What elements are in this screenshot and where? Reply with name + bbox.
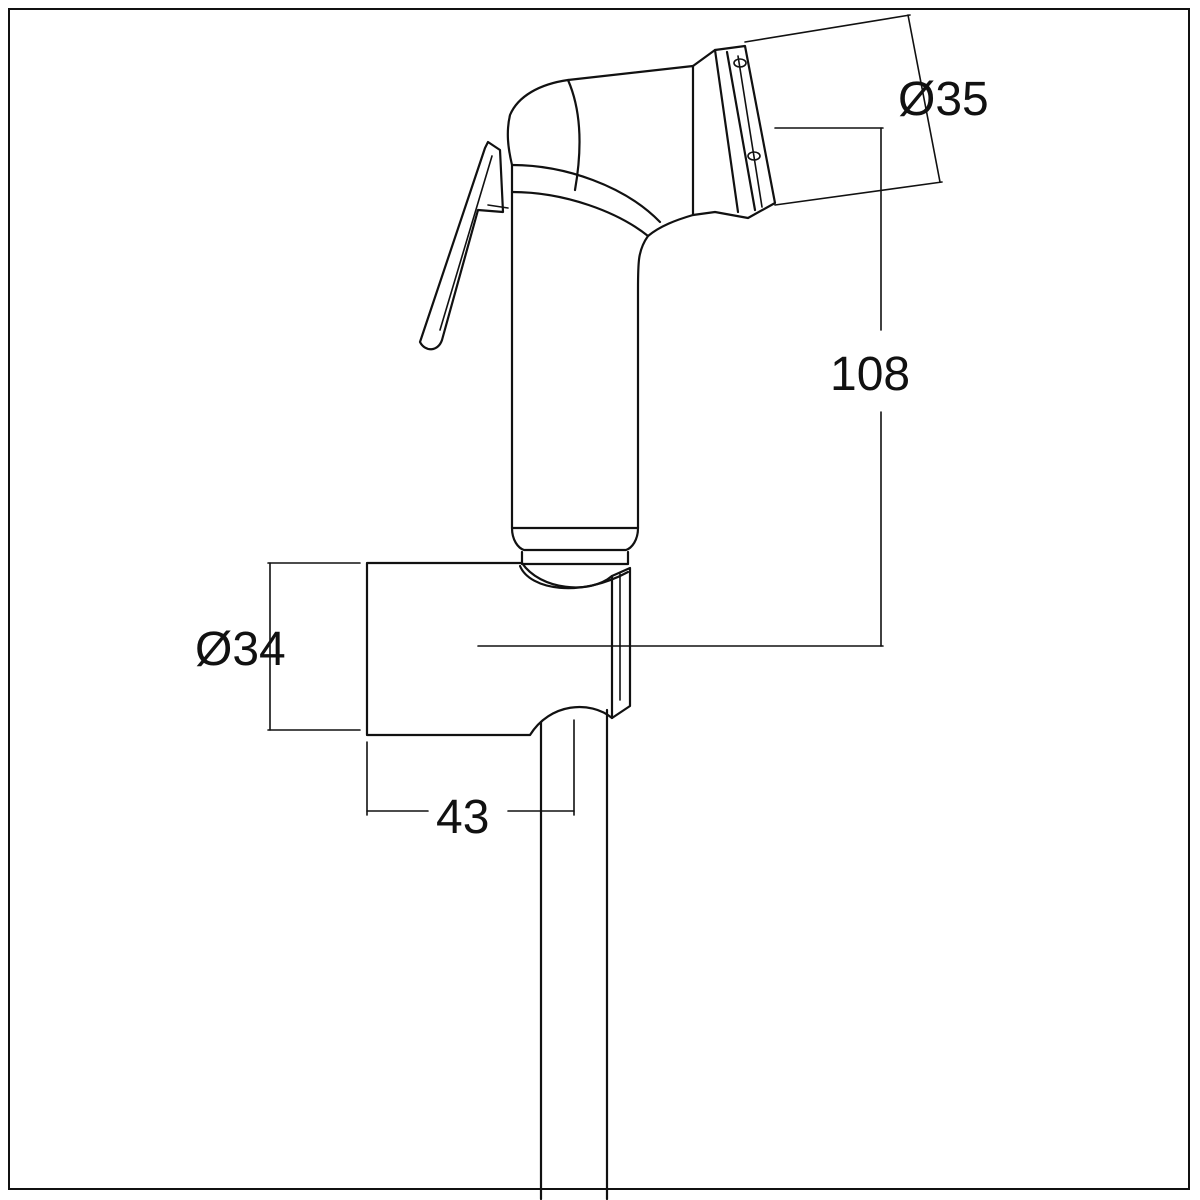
nozzle-face-inner [737, 55, 763, 208]
spray-head-band-upper [510, 163, 662, 224]
nozzle-diameter-label: Ø35 [898, 73, 989, 126]
spray-head-elbow-seam [566, 78, 581, 192]
wall-holder [365, 561, 632, 737]
dimension-holder-diameter: Ø34 [195, 562, 361, 731]
height-label: 108 [830, 348, 910, 401]
connector-neck [520, 550, 630, 566]
dimension-height: 108 [477, 127, 910, 647]
trigger-lever-outline [418, 140, 505, 351]
holder-diameter-label: Ø34 [195, 623, 286, 676]
nozzle-ring-groove [713, 48, 740, 214]
drawing-frame [8, 8, 1190, 1190]
trigger-lever [418, 140, 509, 351]
dimension-line [907, 14, 941, 183]
grip-bottom-collar [510, 526, 640, 552]
hose [539, 708, 609, 1200]
nozzle-face [725, 50, 757, 212]
nozzle-hole-bottom [747, 151, 761, 161]
trigger-lever-pivot [487, 204, 509, 209]
nozzle-hole-top [733, 58, 747, 68]
extension-line [774, 181, 943, 206]
trigger-lever-inner [439, 155, 493, 331]
nozzle-ring-outer [691, 44, 777, 220]
spray-head-band-lower [510, 190, 650, 238]
holder-width-label: 43 [436, 791, 489, 844]
spray-head-body [506, 64, 695, 530]
extension-line [744, 14, 911, 43]
wall-holder-side [610, 566, 632, 720]
dimension-holder-width: 43 [366, 719, 575, 844]
spray-head [506, 44, 777, 552]
dimension-nozzle-diameter: Ø35 [744, 14, 989, 206]
